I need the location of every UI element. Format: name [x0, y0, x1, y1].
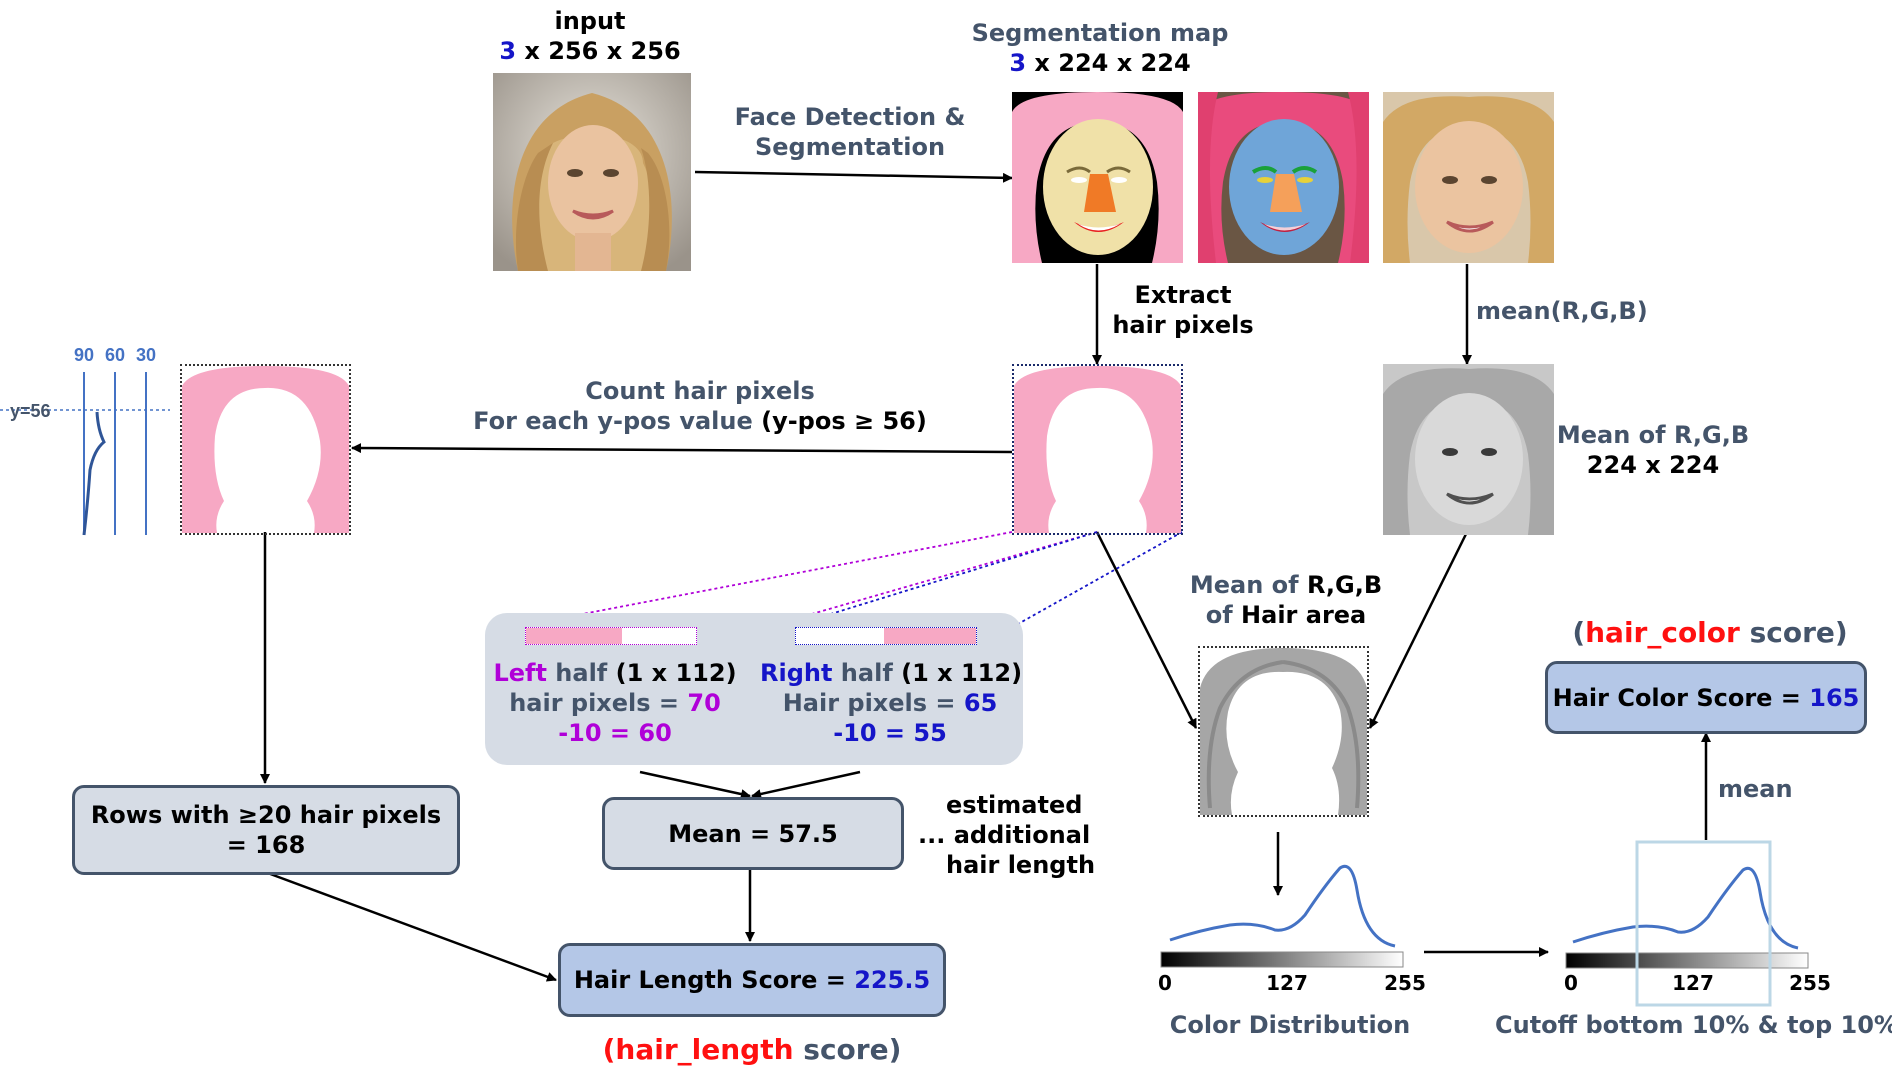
input-title: input — [554, 7, 626, 35]
face-crop-photo — [1383, 92, 1554, 263]
hair-color-caption: (hair_color score) — [1572, 616, 1848, 649]
arrow-to-hair-area — [1095, 531, 1198, 729]
left-half-text: Left half (1 x 112) hair pixels = 70 -10… — [493, 659, 737, 747]
mean-rgb-gray-image — [1383, 364, 1554, 535]
arrow-rows-to-length — [264, 870, 557, 982]
mean-box: Mean = 57.5 — [602, 797, 904, 870]
hair-area-label: Mean of R,G,B of Hair area — [1189, 571, 1383, 629]
dist-tick-0: 0 — [1158, 971, 1172, 995]
input-dims: 3 x 256 x 256 — [499, 37, 681, 65]
arrow-count — [351, 443, 1013, 454]
count-hair-label: Count hair pixels For each y-pos value (… — [473, 377, 927, 435]
arrow-detect-segment — [694, 170, 1013, 183]
face-detection-label: Face Detection &Segmentation — [734, 103, 966, 161]
cutoff-tick-255: 255 — [1789, 971, 1831, 995]
hair-area-gray-image — [1198, 646, 1369, 817]
tick-60: 60 — [104, 345, 126, 365]
segmentation-map-image — [1012, 92, 1183, 263]
hair-length-score-box: Hair Length Score = 225.5 — [558, 943, 946, 1017]
cutoff-caption: Cutoff bottom 10% & top 10% — [1495, 1011, 1892, 1039]
dist-tick-255: 255 — [1384, 971, 1426, 995]
right-half-text: Right half (1 x 112) Hair pixels = 65 -1… — [760, 659, 1023, 747]
segmentation-overlay-image — [1198, 92, 1369, 263]
mean-rgb-arrow-label: mean(R,G,B) — [1476, 297, 1648, 325]
hair-color-score-box: Hair Color Score = 165 — [1545, 661, 1867, 734]
cropped-hair-mask — [180, 364, 351, 535]
estimated-additional-text: estimated ... additional hair length — [918, 791, 1096, 879]
y56-label: y=56 — [10, 401, 51, 421]
cutoff-tick-0: 0 — [1564, 971, 1578, 995]
extracted-hair-mask — [1012, 364, 1183, 535]
left-half-strip — [525, 627, 697, 645]
right-half-strip — [795, 627, 977, 645]
arrow-right-to-mean — [751, 770, 861, 799]
tick-90: 90 — [73, 345, 95, 365]
arrow-left-to-mean — [639, 770, 751, 799]
input-face-photo — [493, 73, 691, 271]
rows-count-box: Rows with ≥20 hair pixels= 168 — [72, 785, 460, 875]
segmentation-dims: 3 x 224 x 224 — [1009, 49, 1191, 77]
cutoff-tick-127: 127 — [1672, 971, 1714, 995]
cutoff-distribution-chart — [1565, 840, 1845, 1010]
tick-30: 30 — [135, 345, 157, 365]
color-distribution-caption: Color Distribution — [1169, 1011, 1411, 1039]
hair-length-caption: (hair_length score) — [602, 1033, 902, 1066]
hair-profile-plot: 90 60 30 y=56 — [0, 330, 170, 540]
segmentation-title: Segmentation map — [971, 19, 1229, 47]
arrow-gray-to-hair-area — [1368, 531, 1469, 729]
mean-up-arrow-label: mean — [1718, 775, 1793, 803]
dist-tick-127: 127 — [1266, 971, 1308, 995]
color-distribution-chart — [1160, 860, 1425, 970]
